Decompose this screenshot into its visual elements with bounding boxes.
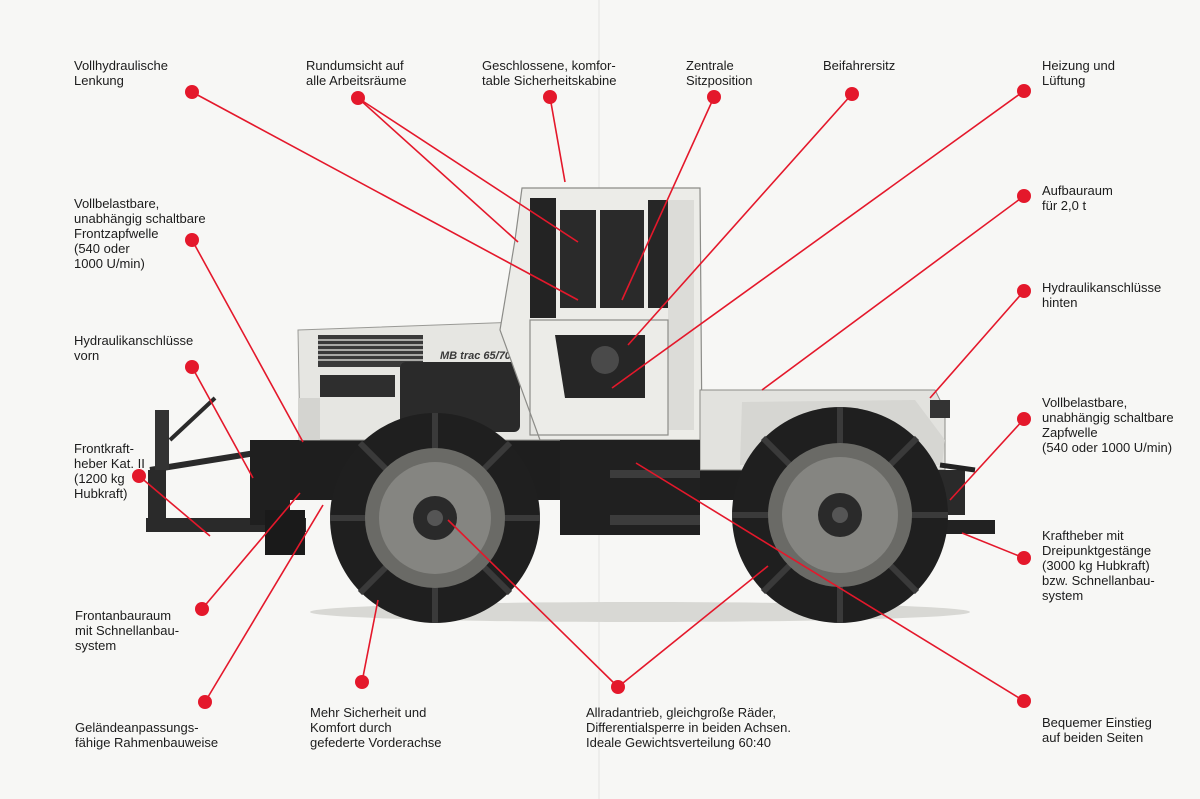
callout-label-aufbauraum: Aufbauraum für 2,0 t bbox=[1042, 183, 1113, 213]
callout-leaders bbox=[138, 90, 1025, 703]
callout-dot-allrad bbox=[611, 680, 625, 694]
callout-label-hydraulik-vorn: Hydraulikanschlüsse vorn bbox=[74, 333, 194, 363]
leader-line-allrad-2 bbox=[617, 565, 769, 688]
front-linkage bbox=[146, 396, 306, 555]
callout-dot-heizung bbox=[1017, 84, 1031, 98]
brand-badge: MB trac 65/70 bbox=[440, 350, 512, 362]
callout-label-einstieg: Bequemer Einstieg auf beiden Seiten bbox=[1042, 715, 1152, 745]
callout-dot-kabine bbox=[543, 90, 557, 104]
callout-dot-einstieg bbox=[1017, 694, 1031, 708]
callout-dot-frontzapfwelle bbox=[185, 233, 199, 247]
callout-label-frontanbau: Frontanbauraum mit Schnellanbau- system bbox=[75, 608, 180, 653]
callout-dot-lenkung bbox=[185, 85, 199, 99]
rear-wheel bbox=[732, 407, 948, 623]
leader-line-frontkraftheber bbox=[138, 475, 211, 537]
tractor-illustration: MB trac 65/70 bbox=[146, 187, 995, 623]
callout-dot-frontanbau bbox=[195, 602, 209, 616]
callout-label-hydraulik-hinten: Hydraulikanschlüsse hinten bbox=[1042, 280, 1162, 310]
leader-line-lenkung bbox=[191, 91, 579, 301]
callout-label-frontzapfwelle: Vollbelastbare, unabhängig schaltbare Fr… bbox=[74, 196, 206, 271]
callout-dot-frontkraftheber bbox=[132, 469, 146, 483]
entry-step bbox=[560, 440, 700, 535]
callout-label-beifahrersitz: Beifahrersitz bbox=[823, 58, 896, 73]
callout-label-vorderachse: Mehr Sicherheit und Komfort durch gefede… bbox=[310, 705, 442, 750]
callout-label-kraftheber: Kraftheber mit Dreipunktgestänge (3000 k… bbox=[1042, 528, 1155, 603]
callout-dot-rahmen bbox=[198, 695, 212, 709]
callout-dot-beifahrersitz bbox=[845, 87, 859, 101]
callout-dot-rundumsicht bbox=[351, 91, 365, 105]
callout-label-rahmen: Geländeanpassungs- fähige Rahmenbauweise bbox=[75, 720, 219, 750]
leader-line-sitzposition bbox=[621, 96, 715, 301]
callout-dot-sitzposition bbox=[707, 90, 721, 104]
leader-line-kraftheber bbox=[961, 532, 1025, 559]
callout-dot-vorderachse bbox=[355, 675, 369, 689]
leader-line-rundumsicht-1 bbox=[357, 97, 519, 243]
callout-label-sitzposition: Zentrale Sitzposition bbox=[686, 58, 753, 88]
leader-line-einstieg bbox=[635, 462, 1025, 702]
front-wheel bbox=[330, 413, 540, 623]
callout-dot-kraftheber bbox=[1017, 551, 1031, 565]
leader-line-vorderachse bbox=[361, 599, 379, 683]
callout-label-rundumsicht: Rundumsicht auf alle Arbeitsräume bbox=[306, 58, 407, 88]
callout-dot-hydraulik-vorn bbox=[185, 360, 199, 374]
leader-line-kabine bbox=[549, 96, 566, 183]
callout-label-frontkraftheber: Frontkraft- heber Kat. II (1200 kg Hubkr… bbox=[74, 441, 145, 501]
leader-line-hydraulik-vorn bbox=[191, 366, 254, 479]
engine-hood: MB trac 65/70 bbox=[297, 321, 546, 441]
callout-label-zapfwelle: Vollbelastbare, unabhängig schaltbare Za… bbox=[1042, 395, 1174, 455]
leader-line-frontzapfwelle bbox=[191, 239, 304, 443]
callout-label-lenkung: Vollhydraulische Lenkung bbox=[74, 58, 168, 88]
callout-dots bbox=[132, 84, 1031, 709]
leader-line-hydraulik-hinten bbox=[929, 290, 1025, 399]
cab bbox=[499, 187, 703, 441]
leader-line-rahmen bbox=[204, 504, 324, 703]
leader-line-rundumsicht-2 bbox=[357, 97, 579, 243]
leader-line-aufbauraum bbox=[761, 195, 1025, 391]
callout-dot-hydraulik-hinten bbox=[1017, 284, 1031, 298]
leader-line-allrad-1 bbox=[447, 519, 619, 688]
callout-label-heizung: Heizung und Lüftung bbox=[1042, 58, 1115, 88]
leader-line-heizung bbox=[611, 90, 1025, 389]
callout-dot-aufbauraum bbox=[1017, 189, 1031, 203]
callout-dot-zapfwelle bbox=[1017, 412, 1031, 426]
leader-line-frontanbau bbox=[201, 492, 301, 610]
callout-label-kabine: Geschlossene, komfor- table Sicherheitsk… bbox=[482, 58, 617, 88]
leader-line-beifahrersitz bbox=[627, 93, 853, 346]
leader-line-zapfwelle bbox=[949, 418, 1025, 501]
callout-label-allrad: Allradantrieb, gleichgroße Räder, Differ… bbox=[586, 705, 791, 750]
